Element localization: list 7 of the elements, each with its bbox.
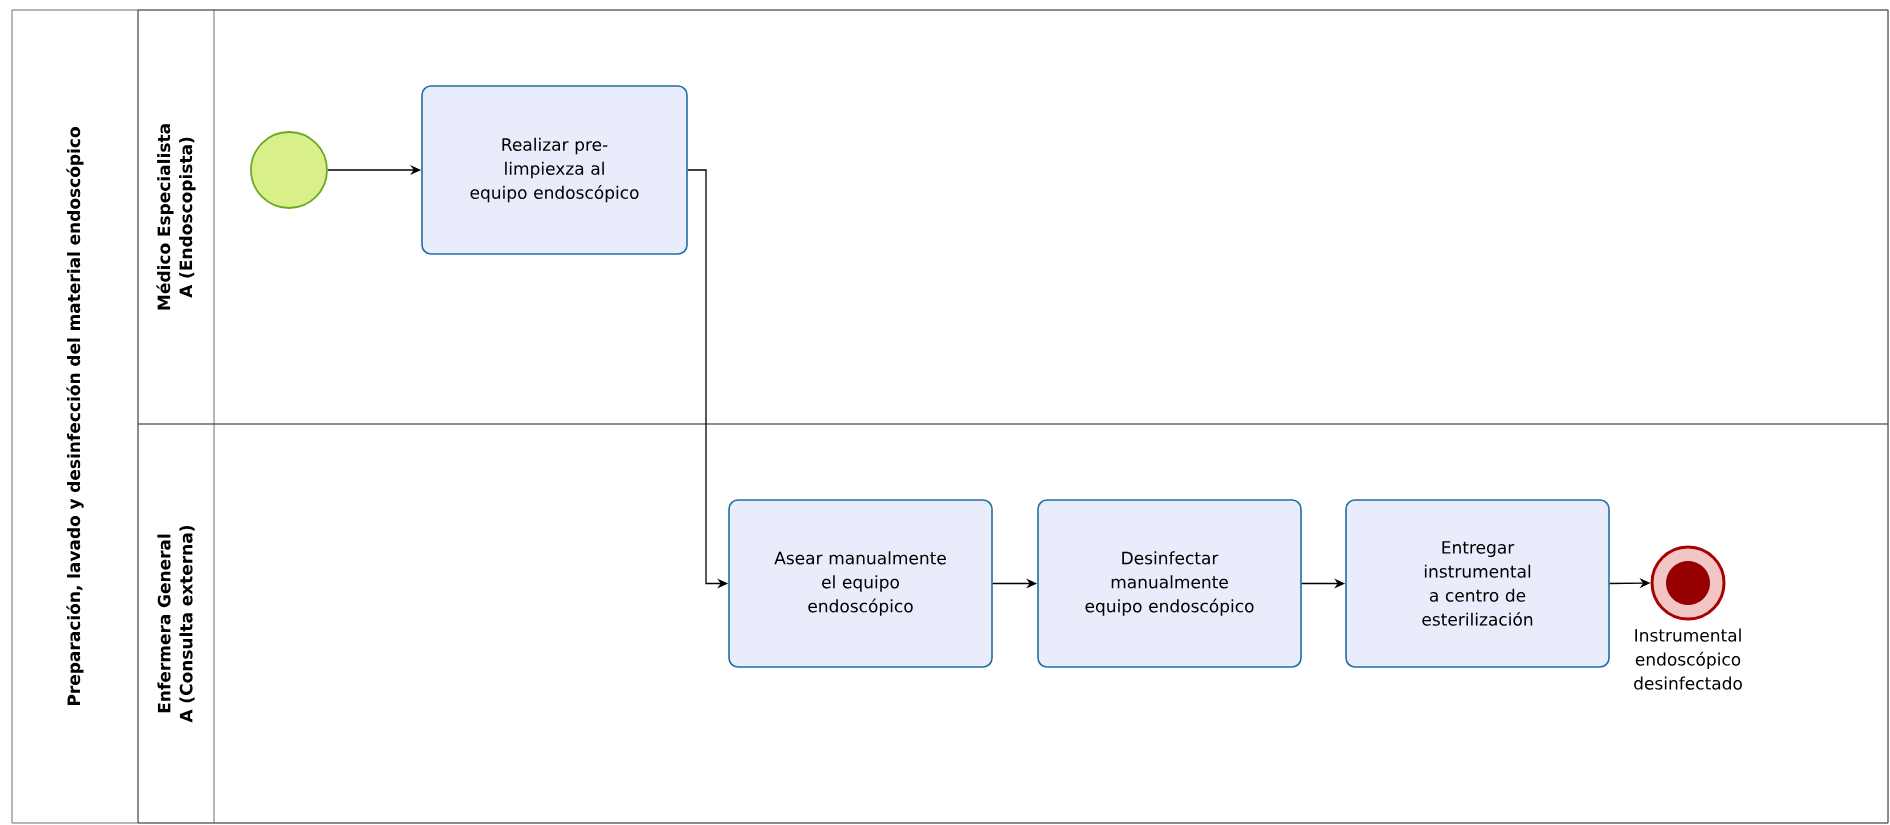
- start-event-circle: [250, 131, 328, 209]
- end-event-circle: [1650, 545, 1726, 621]
- task-box: Asear manualmente el equipo endoscópico: [728, 499, 993, 668]
- task-box: Entregar instrumental a centro de esterilización: [1345, 499, 1610, 668]
- task-box: Realizar pre-limpiexza al equipo endoscópico: [421, 85, 688, 255]
- task-box: Desinfectar manualmente equipo endoscópico: [1037, 499, 1302, 668]
- event-caption: Instrumental endoscópico desinfectado: [1634, 628, 1742, 690]
